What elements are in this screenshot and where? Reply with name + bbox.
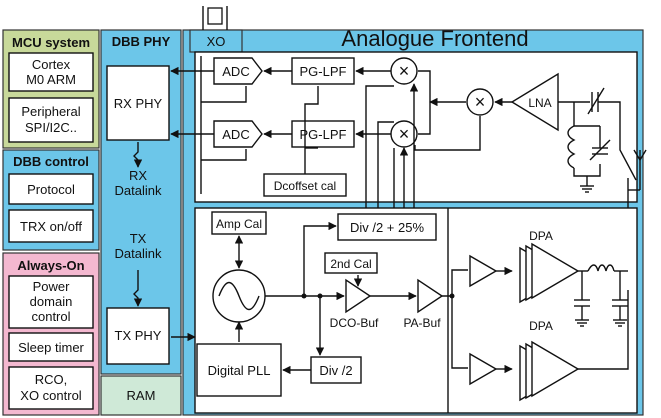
xo-label: XO: [207, 34, 226, 49]
dpa-top-driver: [469, 242, 580, 304]
rf-matching-network: [558, 87, 637, 193]
lna-label: LNA: [528, 96, 551, 110]
adc-bottom-block: [213, 120, 263, 148]
trx-onoff-box: [8, 209, 94, 243]
second-cal-box: [324, 252, 378, 274]
pglpf-top-label: PG-LPF: [300, 64, 347, 79]
ram-label: RAM: [127, 388, 156, 403]
receiver-wiring: [170, 56, 512, 212]
svg-text:×: ×: [399, 124, 410, 144]
amp-cal-label: Amp Cal: [216, 217, 262, 231]
dpa-top-label: DPA: [529, 229, 553, 243]
peripheral-box: [8, 97, 94, 143]
dpa-bottom-label: DPA: [529, 319, 553, 333]
mcu-system-title: MCU system: [12, 35, 90, 50]
dco-buf-triangle: [345, 278, 372, 314]
dpa-output-match: [574, 264, 629, 370]
sleep-timer-box: [8, 332, 94, 362]
tx-phy-label: TX PHY: [115, 328, 162, 343]
rco-xo-box: [8, 366, 94, 410]
rco-xo-label: RCO,XO control: [20, 372, 82, 403]
rx-phy-label: RX PHY: [114, 96, 163, 111]
rx-phy-to-datalink-link: [133, 142, 143, 168]
pa-buf-label: PA-Buf: [403, 316, 441, 330]
mixer-i-icon: ×: [390, 57, 418, 85]
crystal-icon: [202, 6, 228, 30]
pa-buf-triangle: [417, 278, 444, 314]
pglpf-top-block: [291, 57, 355, 85]
div2-label: Div /2: [319, 363, 352, 378]
datalink-to-tx-phy-link: [133, 270, 143, 307]
adc-bottom-label: ADC: [222, 127, 249, 142]
cortex-m0-box: [8, 52, 94, 92]
adc-top-block: [213, 57, 263, 85]
power-domain-box: [8, 275, 94, 329]
trx-onoff-label: TRX on/off: [20, 219, 82, 234]
digital-pll-label: Digital PLL: [208, 363, 271, 378]
dbb-control-title: DBB control: [13, 154, 89, 169]
svg-text:×: ×: [399, 61, 410, 81]
adc-top-label: ADC: [222, 64, 249, 79]
dcoffset-cal-label: Dcoffset cal: [274, 179, 336, 193]
svg-text:×: ×: [475, 92, 486, 112]
ram-panel: [100, 375, 182, 416]
dbb-phy-title: DBB PHY: [112, 34, 171, 49]
tx-phy-box: [106, 307, 170, 365]
protocol-box: [8, 173, 94, 205]
pglpf-bottom-label: PG-LPF: [300, 127, 347, 142]
digital-pll-box: [196, 343, 282, 397]
dpa-bottom-driver: [469, 340, 580, 402]
transmitter-wiring: [171, 221, 468, 375]
dco-buf-label: DCO-Buf: [330, 316, 379, 330]
always-on-title: Always-On: [17, 258, 84, 273]
div-quadrature-box: [337, 213, 437, 241]
second-cal-label: 2nd Cal: [330, 257, 371, 271]
dco-oscillator-icon: [212, 269, 266, 323]
mixer-q-icon: ×: [390, 120, 418, 148]
protocol-label: Protocol: [27, 182, 75, 197]
amp-cal-box: [211, 211, 267, 235]
pglpf-bottom-block: [291, 120, 355, 148]
rx-phy-box: [106, 65, 170, 141]
mixer-rf-icon: ×: [466, 88, 494, 116]
afe-title: Analogue Frontend: [341, 26, 528, 51]
sleep-timer-label: Sleep timer: [18, 340, 84, 355]
div-quadrature-label: Div /2 + 25%: [350, 220, 425, 235]
